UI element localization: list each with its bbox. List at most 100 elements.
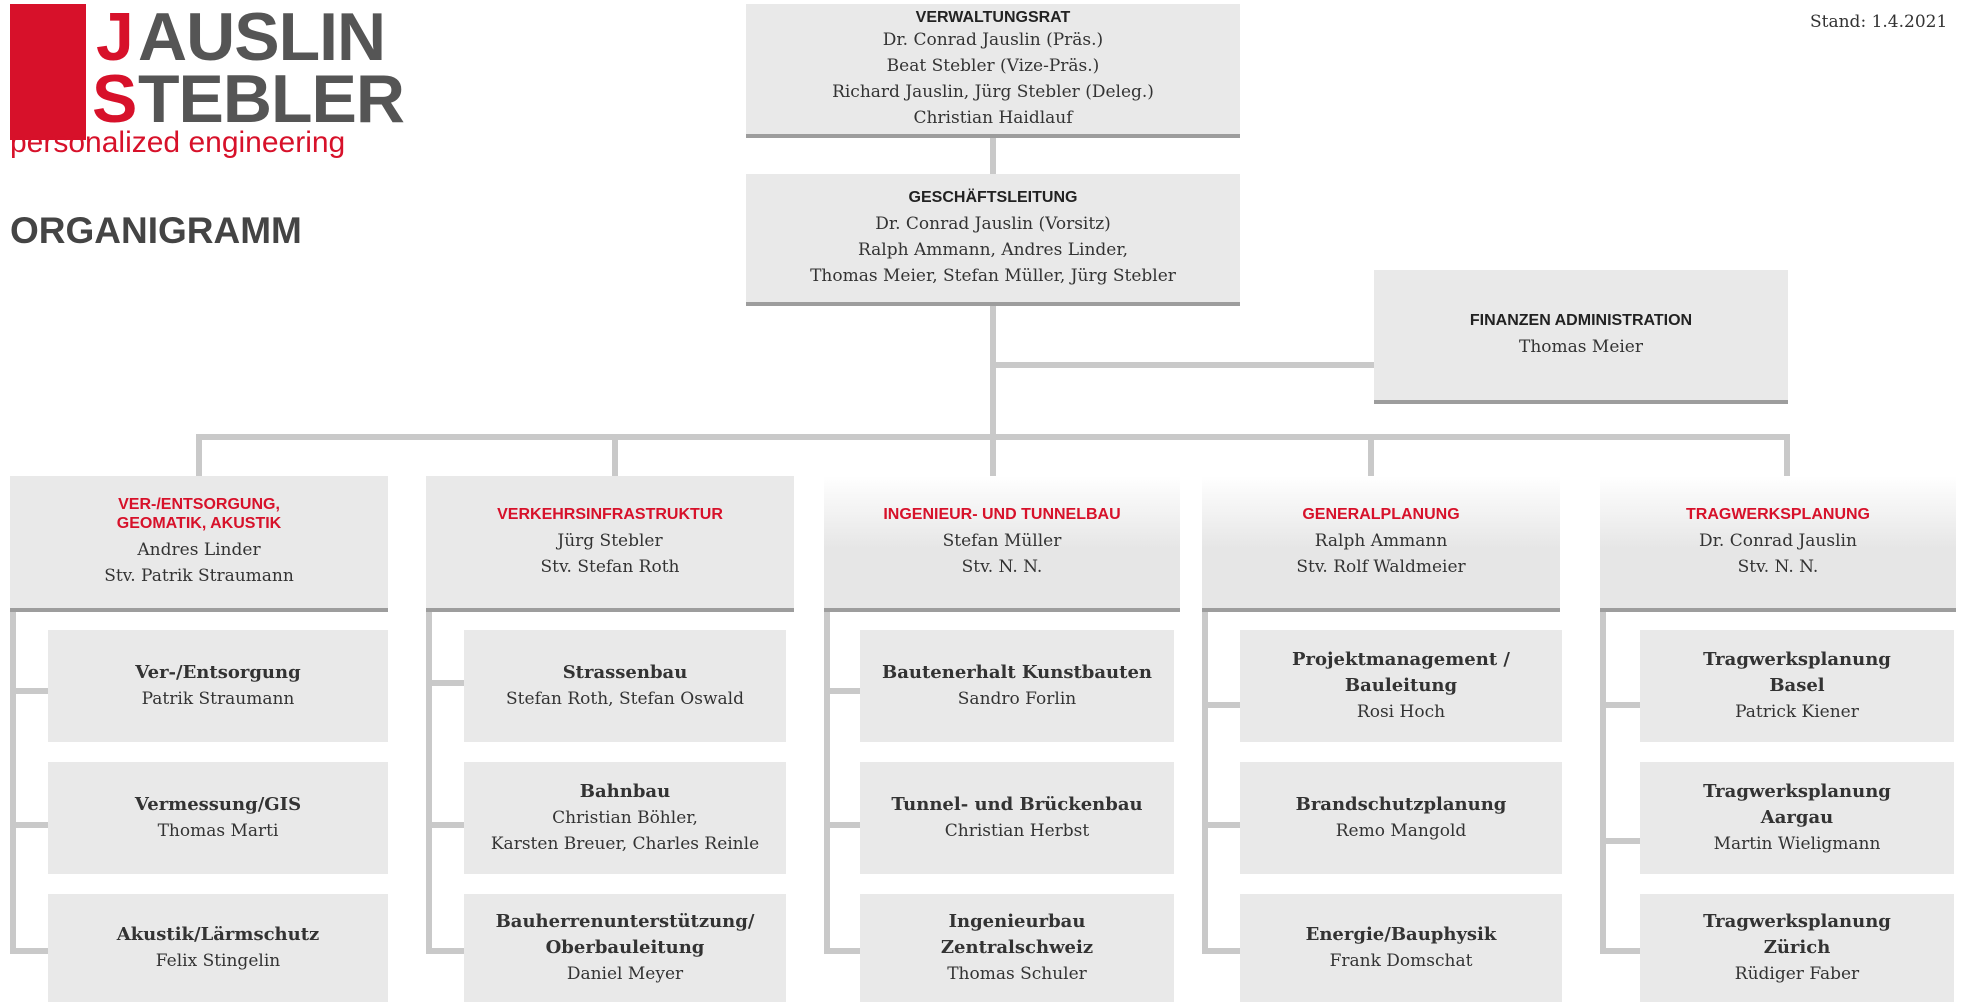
unit-title: Ver-/Entsorgung — [135, 662, 301, 683]
verwaltungsrat-member: Richard Jauslin, Jürg Stebler (Deleg.) — [832, 81, 1154, 102]
finanzen-title: FINANZEN ADMINISTRATION — [1469, 311, 1693, 329]
unit-connector — [1208, 822, 1240, 828]
unit-title: Akustik/Lärmschutz — [116, 924, 320, 945]
geschaeftsleitung-title: GESCHÄFTSLEITUNG — [908, 188, 1078, 206]
unit-box: Tunnel- und Brückenbau Christian Herbst — [860, 762, 1174, 874]
department-title: GENERALPLANUNG — [1302, 505, 1460, 523]
unit-lead: Frank Domschat — [1329, 951, 1473, 971]
unit-box: Bahnbau Christian Böhler, Karsten Breuer… — [464, 762, 786, 874]
unit-box: Akustik/Lärmschutz Felix Stingelin — [48, 894, 388, 1002]
department-box-tragwerksplanung: TRAGWERKSPLANUNG Dr. Conrad Jauslin Stv.… — [1600, 476, 1956, 612]
unit-title: Bautenerhalt Kunstbauten — [882, 662, 1152, 683]
finanzen-member: Thomas Meier — [1519, 336, 1643, 357]
unit-title: Tragwerksplanung — [1703, 649, 1891, 670]
department-deputy: Stv. Stefan Roth — [540, 556, 680, 577]
department-title: GEOMATIK, AKUSTIK — [116, 515, 282, 532]
dept-vertical-line — [1202, 608, 1208, 954]
department-lead: Andres Linder — [137, 540, 261, 560]
unit-title: Bahnbau — [579, 781, 671, 802]
unit-lead: Daniel Meyer — [566, 964, 684, 984]
unit-box: Strassenbau Stefan Roth, Stefan Oswald — [464, 630, 786, 742]
department-title: INGENIEUR- UND TUNNELBAU — [883, 505, 1121, 523]
unit-lead: Thomas Schuler — [947, 964, 1087, 984]
unit-connector — [16, 688, 48, 694]
unit-box: Vermessung/GIS Thomas Marti — [48, 762, 388, 874]
connector-dept-4 — [1368, 434, 1374, 476]
dept-vertical-line — [426, 608, 432, 954]
unit-box: Tragwerksplanung Zürich Rüdiger Faber — [1640, 894, 1954, 1002]
unit-lead: Christian Böhler, — [552, 808, 698, 828]
logo-tagline: personalized engineering — [10, 126, 346, 159]
department-box-verkehrsinfrastruktur: VERKEHRSINFRASTRUKTUR Jürg Stebler Stv. … — [426, 476, 794, 612]
department-deputy: Stv. Rolf Waldmeier — [1296, 556, 1466, 577]
unit-connector — [1606, 702, 1640, 708]
unit-connector — [830, 688, 860, 694]
logo-word-tebler: TEBLER — [138, 61, 405, 137]
department-title: TRAGWERKSPLANUNG — [1686, 505, 1870, 523]
unit-lead: Remo Mangold — [1335, 821, 1467, 841]
department-title: VER-/ENTSORGUNG, — [118, 496, 280, 513]
unit-box: Energie/Bauphysik Frank Domschat — [1240, 894, 1562, 1002]
unit-connector — [432, 948, 464, 954]
unit-title: Aargau — [1760, 807, 1834, 828]
unit-lead: Felix Stingelin — [155, 951, 281, 971]
unit-lead: Christian Herbst — [944, 821, 1090, 841]
finanzen-box: FINANZEN ADMINISTRATION Thomas Meier — [1374, 270, 1788, 404]
unit-connector — [1208, 702, 1240, 708]
unit-title: Strassenbau — [562, 662, 688, 683]
unit-title: Energie/Bauphysik — [1305, 924, 1497, 945]
unit-connector — [432, 680, 464, 686]
page-title: ORGANIGRAMM — [10, 210, 302, 251]
verwaltungsrat-member: Christian Haidlauf — [913, 107, 1073, 128]
unit-lead: Patrick Kiener — [1735, 702, 1859, 722]
department-box-ver-entsorgung: VER-/ENTSORGUNG, GEOMATIK, AKUSTIK Andre… — [10, 476, 388, 612]
connector-dept-2 — [612, 434, 618, 476]
unit-connector — [16, 948, 48, 954]
department-lead: Stefan Müller — [942, 530, 1062, 551]
department-title: VERKEHRSINFRASTRUKTUR — [497, 505, 723, 523]
unit-box: Brandschutzplanung Remo Mangold — [1240, 762, 1562, 874]
unit-title: Ingenieurbau — [948, 911, 1086, 932]
logo-letter-j: J — [96, 0, 134, 75]
department-box-generalplanung: GENERALPLANUNG Ralph Ammann Stv. Rolf Wa… — [1202, 476, 1560, 612]
connector-vr-gl — [990, 138, 996, 174]
verwaltungsrat-box: VERWALTUNGSRAT Dr. Conrad Jauslin (Präs.… — [746, 4, 1240, 138]
unit-title: Bauleitung — [1344, 675, 1458, 696]
geschaeftsleitung-member: Ralph Ammann, Andres Linder, — [857, 239, 1129, 260]
unit-lead: Rüdiger Faber — [1734, 964, 1860, 984]
dept-vertical-line — [824, 608, 830, 954]
connector-dept-5 — [1784, 434, 1790, 476]
unit-box: Ingenieurbau Zentralschweiz Thomas Schul… — [860, 894, 1174, 1002]
unit-connector — [1606, 948, 1640, 954]
unit-box: Tragwerksplanung Aargau Martin Wieligman… — [1640, 762, 1954, 874]
department-lead: Dr. Conrad Jauslin — [1699, 530, 1857, 551]
logo-letter-s: S — [92, 61, 137, 137]
unit-title: Vermessung/GIS — [134, 794, 302, 815]
geschaeftsleitung-member: Thomas Meier, Stefan Müller, Jürg Steble… — [810, 265, 1176, 286]
logo-red-block — [10, 4, 86, 140]
unit-connector — [830, 822, 860, 828]
unit-lead: Patrik Straumann — [141, 689, 295, 709]
geschaeftsleitung-box: GESCHÄFTSLEITUNG Dr. Conrad Jauslin (Vor… — [746, 174, 1240, 306]
connector-finanzen — [996, 362, 1374, 368]
department-lead: Jürg Stebler — [557, 530, 663, 551]
stand-date: Stand: 1.4.2021 — [1810, 12, 1948, 32]
unit-lead: Karsten Breuer, Charles Reinle — [490, 834, 760, 854]
unit-connector — [16, 822, 48, 828]
department-deputy: Stv. N. N. — [1737, 556, 1819, 577]
unit-title: Basel — [1769, 675, 1825, 696]
unit-box: Ver-/Entsorgung Patrik Straumann — [48, 630, 388, 742]
unit-title: Tragwerksplanung — [1703, 911, 1891, 932]
unit-box: Tragwerksplanung Basel Patrick Kiener — [1640, 630, 1954, 742]
unit-title: Brandschutzplanung — [1295, 794, 1507, 815]
connector-horizontal — [196, 434, 1790, 440]
unit-box: Projektmanagement / Bauleitung Rosi Hoch — [1240, 630, 1562, 742]
connector-dept-1 — [196, 434, 202, 476]
unit-connector — [1606, 838, 1640, 844]
unit-lead: Rosi Hoch — [1356, 702, 1446, 722]
verwaltungsrat-title: VERWALTUNGSRAT — [915, 8, 1071, 26]
unit-connector — [1208, 948, 1240, 954]
logo-word-auslin: AUSLIN — [138, 0, 386, 75]
unit-lead: Martin Wieligmann — [1713, 834, 1881, 854]
unit-title: Bauherrenunterstützung/ — [495, 911, 755, 932]
